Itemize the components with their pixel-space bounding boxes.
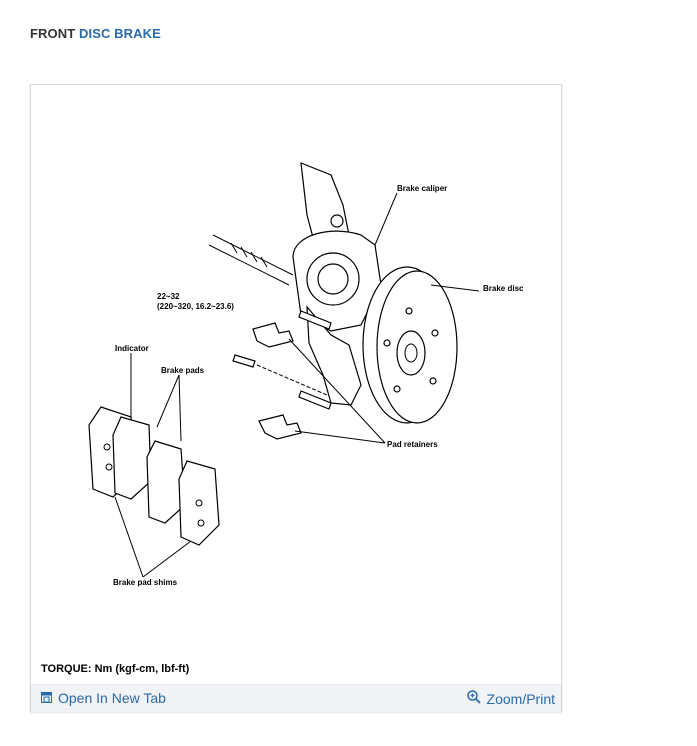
leader-disc — [430, 284, 480, 292]
pad-retainer-upper — [252, 322, 294, 348]
magnifier-zoom-icon — [466, 690, 481, 707]
open-in-new-tab-label: Open In New Tab — [58, 690, 166, 706]
shim-hole-3 — [195, 499, 203, 507]
lug-2 — [431, 329, 439, 337]
guide-pin-lower — [298, 390, 332, 410]
open-new-tab-icon — [41, 690, 52, 706]
drive-shaft-bottom — [208, 244, 290, 286]
zoom-print-label: Zoom/Print — [486, 690, 555, 707]
label-brake-pads: Brake pads — [161, 366, 205, 375]
shaft-splines — [230, 242, 268, 268]
title-prefix: FRONT — [30, 26, 76, 41]
card-footer: Open In New Tab Zoom/Print — [31, 684, 561, 712]
guide-pin-upper — [298, 310, 332, 330]
leader-brake-pads — [156, 374, 182, 442]
torque-note: TORQUE: Nm (kgf-cm, lbf-ft) — [41, 663, 190, 675]
brake-pad-shim-inner — [178, 460, 220, 546]
caliper-piston — [317, 263, 349, 295]
lug-5 — [383, 339, 391, 347]
title-accent: DISC BRAKE — [79, 26, 161, 41]
shim-hole-1 — [103, 443, 111, 451]
caliper-bracket — [306, 305, 362, 406]
label-brake-pad-shims: Brake pad shims — [113, 578, 178, 587]
diagram-card: Brake caliper Brake disc 22~32 (220~320,… — [30, 84, 562, 712]
label-torque-value: 22~32 — [157, 292, 180, 301]
shim-hole-4 — [197, 519, 205, 527]
open-in-new-tab-link[interactable]: Open In New Tab — [41, 690, 166, 706]
label-brake-caliper: Brake caliper — [397, 184, 447, 193]
leader-shims — [114, 496, 192, 578]
knuckle-bolt — [330, 214, 344, 228]
page-title: FRONT DISC BRAKE — [30, 26, 161, 41]
leader-pad-retainers — [288, 338, 386, 444]
label-indicator: Indicator — [115, 344, 149, 353]
mounting-bolt — [232, 354, 256, 368]
pad-retainer-lower — [258, 414, 302, 440]
lug-4 — [393, 385, 401, 393]
hub-center — [404, 343, 418, 363]
lug-3 — [429, 377, 437, 385]
label-pad-retainers: Pad retainers — [387, 440, 438, 449]
label-brake-disc: Brake disc — [483, 284, 524, 293]
leader-caliper — [374, 192, 398, 246]
brake-pad-outer — [112, 416, 152, 500]
lug-1 — [405, 307, 413, 315]
shim-hole-2 — [105, 463, 113, 471]
zoom-print-link[interactable]: Zoom/Print — [466, 690, 555, 707]
bolt-axis — [256, 364, 328, 396]
brake-pad-inner — [146, 440, 186, 524]
brake-exploded-diagram: Brake caliper Brake disc 22~32 (220~320,… — [88, 162, 524, 587]
label-torque-range: (220~320, 16.2~23.6) — [157, 302, 234, 311]
disc-hub — [396, 330, 426, 376]
